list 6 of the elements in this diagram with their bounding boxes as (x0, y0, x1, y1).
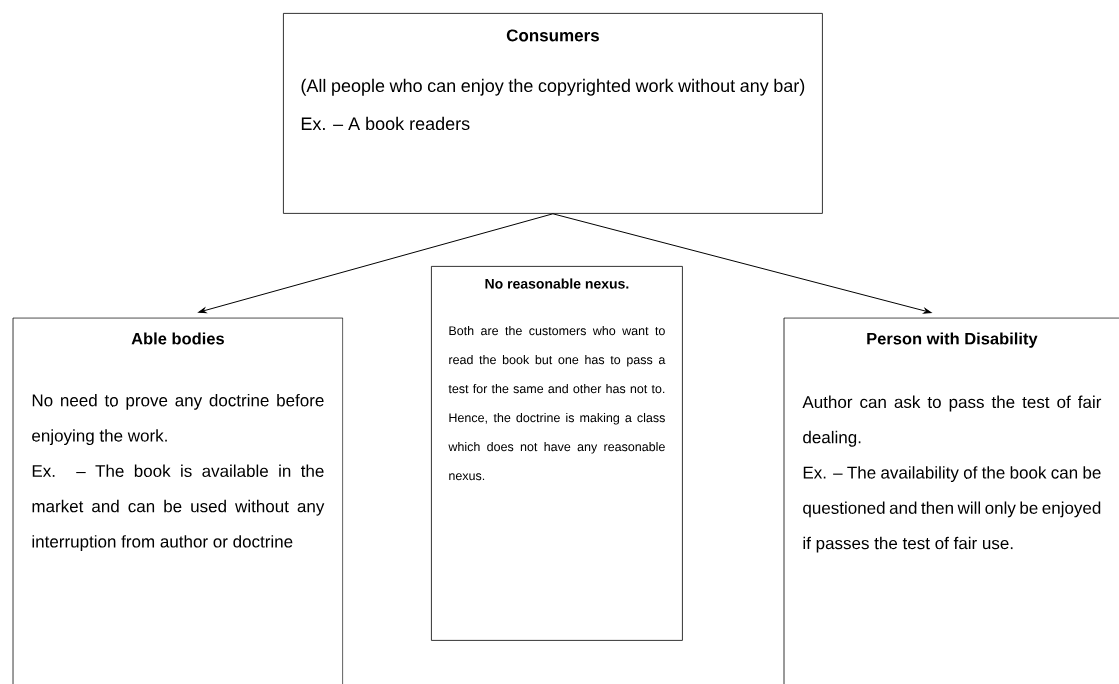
arrow (552, 213, 932, 314)
category-box: Consumers (All people who can enjoy the copyrighted work without any bar) Ex. – A book readers (283, 13, 823, 214)
arrow (198, 213, 554, 314)
note-box: No reasonable nexus. Both are the customers who want to read the book but one has to pass a test for the same and other has not to. Hence, the doctrine is making a class which does not have any reasonable nexus. (431, 266, 683, 641)
category-box: Person with Disability Author can ask to pass the test of fair dealing. Ex. – The availability of the book can be questioned and then will only be enjoyed if passes the test of fair use. (783, 317, 1119, 684)
category-box: Able bodies No need to prove any doctrine before enjoying the work. Ex. – The book is available in the market and can be used without any interruption from author or doctrine (12, 317, 344, 684)
